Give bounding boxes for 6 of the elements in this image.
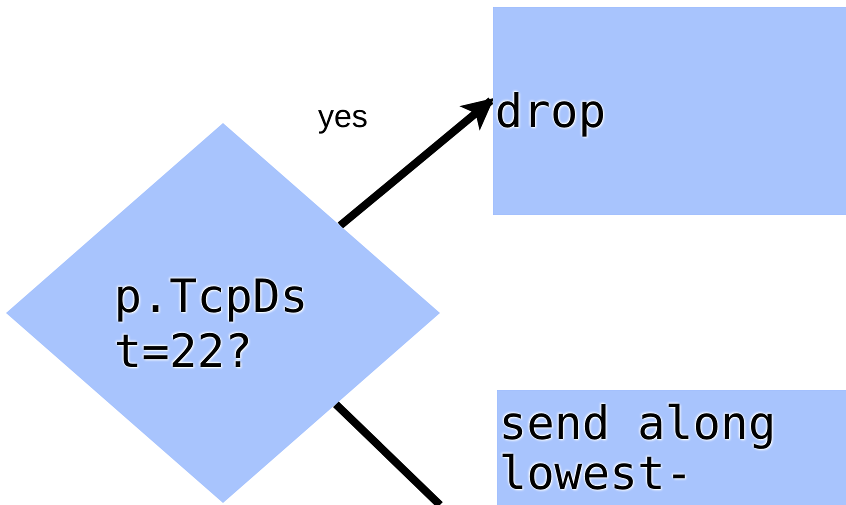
condition-text: p.TcpDst=22?: [114, 269, 309, 379]
arrow: [338, 98, 494, 229]
process-text: send along lowest-: [499, 398, 777, 498]
process-box: [493, 7, 846, 215]
process-text: drop: [495, 86, 607, 136]
process-box: [497, 390, 846, 505]
